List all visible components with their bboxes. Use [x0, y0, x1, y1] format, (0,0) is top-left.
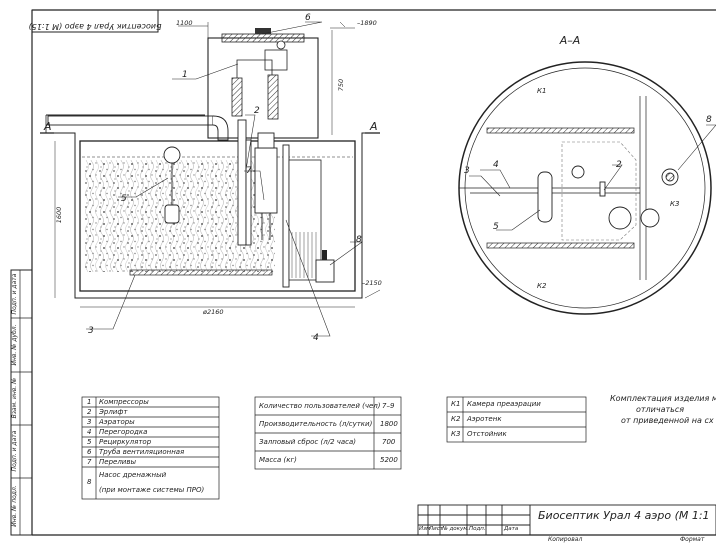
leader-lines [86, 21, 363, 337]
section-title: А–А [559, 34, 581, 47]
plan-callout-5: 5 [493, 222, 499, 232]
dimension-lines [54, 21, 381, 308]
plan-callout-2: 2 [616, 160, 622, 170]
zone-k1: К1 [537, 87, 546, 95]
spec-value: 5200 [380, 456, 398, 464]
part-num: 6 [87, 448, 92, 456]
plan-view-section: А–А [458, 34, 716, 315]
part-name: Аэраторы [99, 418, 135, 426]
tb-copied: Копировал [548, 536, 583, 543]
part-name: Перегородка [99, 428, 148, 436]
callout-3: 3 [88, 326, 94, 336]
part-num: 3 [87, 418, 92, 426]
dim-bottom-level: –2150 [362, 279, 382, 287]
tb-format: Формат [680, 536, 705, 543]
specs-table-grid [254, 396, 402, 470]
plan-callout-8: 8 [706, 115, 712, 125]
part-num: 7 [87, 458, 92, 466]
section-mark-left: А [43, 120, 52, 133]
callout-5: 5 [121, 194, 127, 204]
dim-diameter: ø2160 [202, 308, 224, 316]
plan-callout-3: 3 [464, 166, 470, 176]
spec-label: Производительность (л/сутки) [259, 420, 373, 428]
spec-label: Количество пользователей (чел) [259, 402, 381, 410]
side-section-view: 1100 –1890 750 1600 –2150 ø2160 А А 1 2 … [40, 13, 382, 343]
section-mark-right: А [369, 120, 378, 133]
part-name: Рециркулятор [99, 438, 152, 446]
ground-outline [45, 114, 378, 299]
chamber-name: Отстойник [467, 430, 507, 438]
part-name: Насос дренажный [99, 471, 167, 479]
callout-4: 4 [313, 333, 319, 343]
tb-header: Дата [504, 526, 519, 532]
note-line: отличаться [636, 405, 685, 414]
chambers-table-grid [446, 396, 587, 443]
callout-1: 1 [182, 70, 188, 80]
parts-table-grid [81, 396, 220, 500]
strip-label: Взам. инв. № [11, 378, 18, 419]
part-name: Труба вентиляционная [99, 448, 185, 456]
part-num: 5 [87, 438, 92, 446]
zone-k2: К2 [537, 282, 547, 290]
airlift-pipes [237, 119, 278, 246]
chamber-name: Камера преаэрации [467, 400, 541, 408]
spec-value: 700 [382, 438, 396, 446]
stamp-text: Биосептик Урал 4 аэро (М 1:15) [29, 22, 162, 31]
title-block-title: Биосептик Урал 4 аэро (М 1:1 [538, 509, 710, 522]
spec-label: Залповый сброс (л/2 часа) [259, 438, 357, 446]
dim-top-level: –1890 [357, 19, 377, 27]
dim-1600: 1600 [55, 207, 63, 224]
chamber-code: К1 [451, 400, 461, 408]
callout-7: 7 [246, 166, 252, 176]
aerator-top [486, 127, 635, 134]
tank-body [79, 140, 356, 292]
aerator-bottom [486, 242, 635, 249]
part-num: 8 [87, 478, 92, 486]
chamber-name: Аэротенк [467, 415, 502, 423]
chamber-code: К3 [451, 430, 461, 438]
mirrored-stamp: Биосептик Урал 4 аэро (М 1:15) [29, 9, 162, 33]
part-num: 4 [87, 428, 92, 436]
tb-header: Подп. [469, 526, 486, 532]
part-name: Эрлифт [99, 408, 128, 416]
compressor-hoses [231, 59, 279, 120]
inlet-pipe [47, 115, 229, 141]
strip-label: Подп. и дата [11, 273, 18, 314]
recirculator [163, 146, 181, 224]
chamber-code: К2 [451, 415, 461, 423]
part-name: Компрессоры [99, 398, 149, 406]
strip-label: Инв. № подл. [11, 485, 18, 526]
title-block-grid [417, 504, 716, 536]
part-num: 1 [87, 398, 92, 406]
tb-header: Изм [419, 526, 431, 532]
hatch-neck [207, 28, 319, 139]
tb-header: Лист [429, 526, 443, 532]
part-name-note: (при монтаже системы ПРО) [99, 486, 205, 494]
side-strip: Подп. и дата Инв. № дубл. Взам. инв. № П… [10, 269, 33, 536]
dim-750: 750 [337, 79, 345, 91]
callout-6: 6 [305, 13, 311, 23]
plan-callout-4: 4 [493, 160, 499, 170]
note-line: Комплектация изделия м [610, 394, 716, 403]
dim-1100: 1100 [176, 19, 193, 27]
spec-label: Масса (кг) [259, 456, 297, 464]
note-line: от приведенной на сх [621, 416, 714, 425]
strip-label: Инв. № дубл. [11, 324, 18, 365]
zone-k3: К3 [670, 200, 679, 208]
part-num: 2 [87, 408, 92, 416]
callout-2: 2 [254, 106, 260, 116]
spec-value: 1800 [380, 420, 398, 428]
part-name: Переливы [99, 458, 136, 466]
spec-value: 7–9 [382, 402, 395, 410]
tb-header: № докум. [442, 526, 470, 532]
strip-label: Подп. и дата [11, 430, 18, 471]
callout-8: 8 [356, 235, 362, 245]
